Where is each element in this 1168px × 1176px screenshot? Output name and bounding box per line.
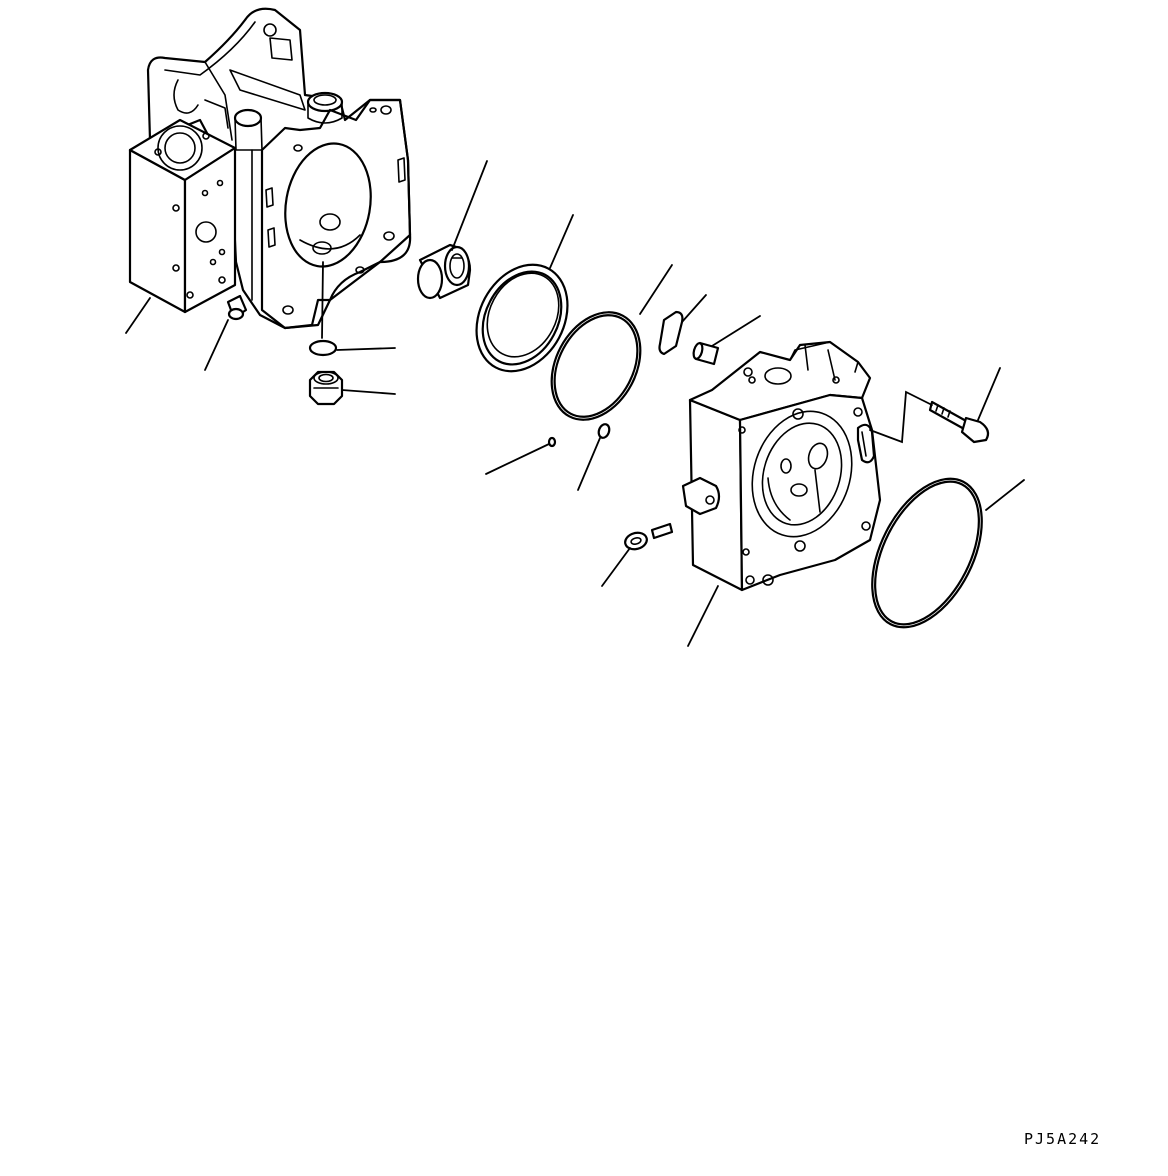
pump-case [130, 9, 410, 328]
seal-ring [459, 249, 586, 387]
leader-cap-screw [978, 368, 1000, 420]
o-ring-large [534, 297, 658, 435]
leader-pump-case [126, 298, 150, 333]
leader-seal-ring [550, 215, 573, 268]
leader-lines [126, 161, 1024, 646]
plug-fitting [310, 372, 342, 404]
leader-o-ring-end-cap [986, 480, 1024, 510]
leader-o-ring-small-case [337, 348, 395, 350]
leader-cap-screw-zigzag [870, 392, 932, 442]
leader-key [682, 295, 706, 322]
o-ring-end-cap [850, 461, 1005, 645]
end-cap [683, 342, 880, 590]
ball [549, 438, 555, 446]
leader-o-ring-large [640, 265, 672, 314]
o-ring-small-case [310, 262, 336, 355]
leader-end-cap [688, 586, 718, 646]
leader-ball [486, 444, 549, 474]
leader-pin [712, 316, 760, 346]
leader-bearing [452, 161, 487, 250]
leader-o-ring-small [578, 438, 600, 490]
key [660, 312, 683, 354]
o-ring-small [597, 423, 611, 440]
bearing [418, 245, 470, 298]
pin [692, 342, 718, 364]
leader-plug [342, 390, 395, 394]
drawing-code: PJ5A242 [1024, 1130, 1102, 1148]
cap-screw [930, 402, 988, 442]
eye-bolt [623, 524, 672, 552]
leader-eye-bolt [602, 548, 630, 586]
leader-fitting [205, 320, 228, 370]
